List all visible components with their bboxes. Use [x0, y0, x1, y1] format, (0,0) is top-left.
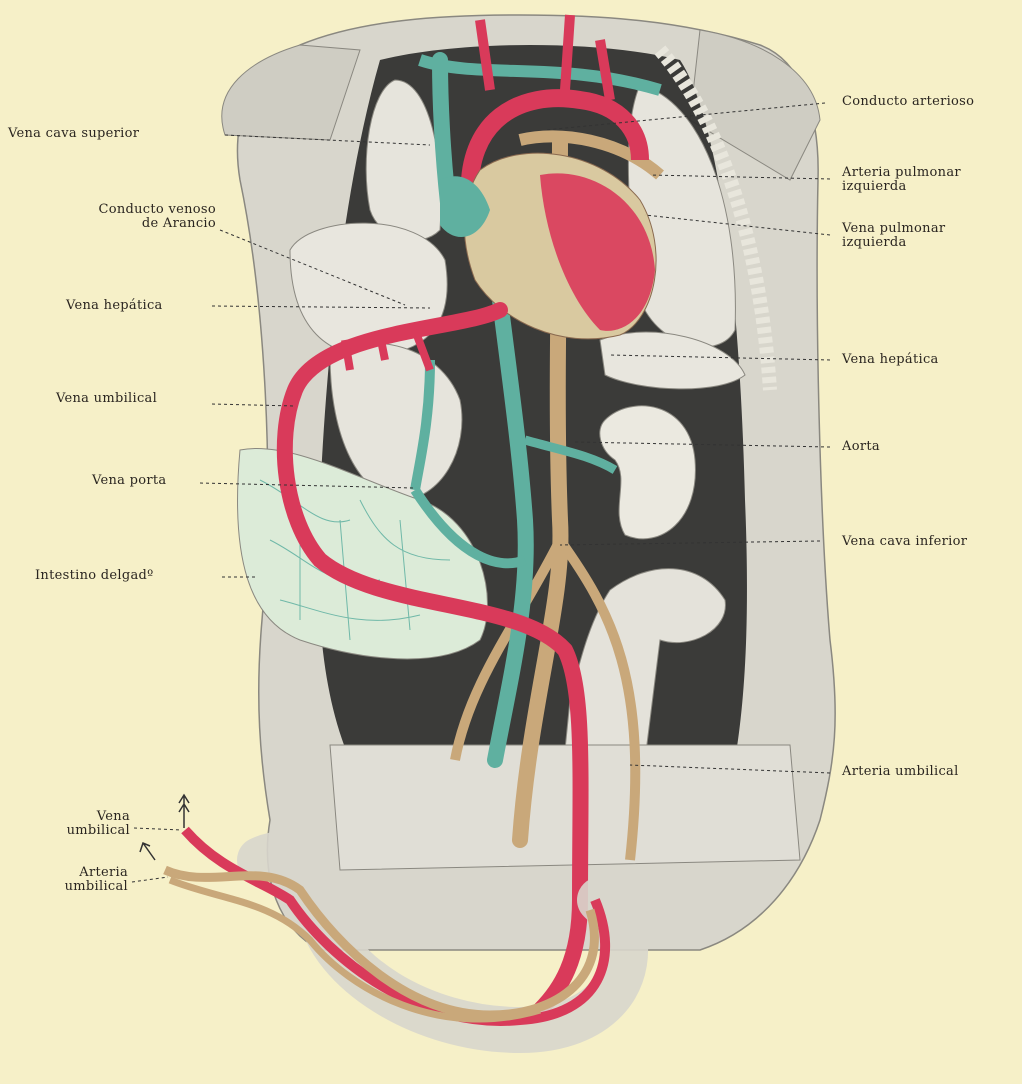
label-arteria-pulmonar: Arteria pulmonar izquierda — [842, 166, 961, 194]
label-cord-vena-line2: umbilical — [30, 824, 130, 838]
label-conducto-venoso-line1: Conducto venoso — [38, 203, 216, 217]
label-vena-cava-inferior: Vena cava inferior — [842, 535, 967, 549]
label-vena-hepatica-left: Vena hepática — [66, 299, 163, 313]
label-arteria-pulmonar-line1: Arteria pulmonar — [842, 166, 961, 180]
arrow-vein-up-icon — [179, 795, 189, 828]
arrow-artery-out-icon — [140, 843, 155, 860]
pelvic-wall — [330, 745, 800, 870]
label-cord-arteria-line2: umbilical — [30, 880, 128, 894]
label-vena-pulmonar: Vena pulmonar izquierda — [842, 222, 945, 250]
label-conducto-venoso: Conducto venoso de Arancio — [38, 203, 216, 231]
label-vena-hepatica-right: Vena hepática — [842, 353, 939, 367]
label-vena-cava-superior: Vena cava superior — [8, 127, 139, 141]
label-cord-vena-line1: Vena — [30, 810, 130, 824]
label-cord-arteria-umbilical: Arteria umbilical — [30, 866, 128, 894]
label-cord-vena-umbilical: Vena umbilical — [30, 810, 130, 838]
label-vena-pulmonar-line2: izquierda — [842, 236, 945, 250]
label-conducto-venoso-line2: de Arancio — [38, 217, 216, 231]
label-arteria-pulmonar-line2: izquierda — [842, 180, 961, 194]
label-arteria-umbilical-right: Arteria umbilical — [842, 765, 959, 779]
label-vena-pulmonar-line1: Vena pulmonar — [842, 222, 945, 236]
label-intestino-delgado: Intestino delgadº — [35, 569, 154, 583]
label-cord-arteria-line1: Arteria — [30, 866, 128, 880]
label-conducto-arterioso: Conducto arterioso — [842, 95, 974, 109]
label-vena-porta: Vena porta — [92, 474, 166, 488]
label-vena-umbilical-left: Vena umbilical — [56, 392, 157, 406]
label-aorta: Aorta — [842, 440, 880, 454]
